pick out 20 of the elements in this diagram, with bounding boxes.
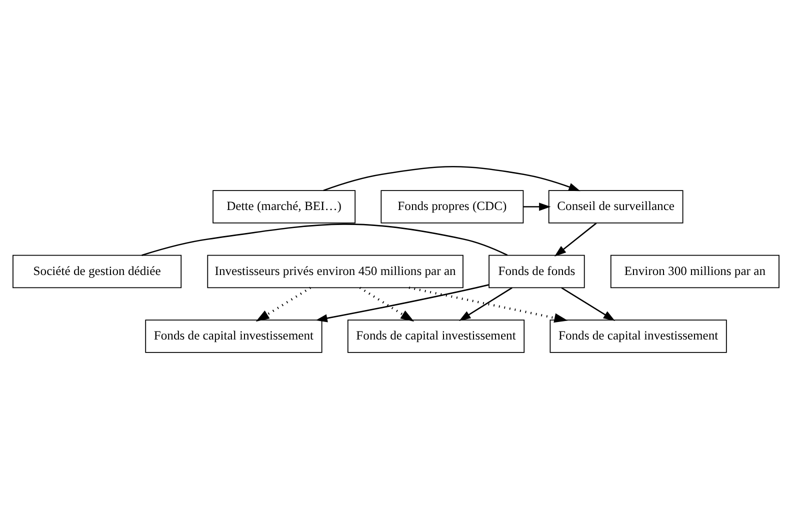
arrow <box>459 286 512 320</box>
node-box: Dette (marché, BEI…) <box>212 190 356 223</box>
arrow <box>323 165 580 191</box>
node-box: Fonds propres (CDC) <box>380 190 524 223</box>
node-box: Environ 300 millions par an <box>610 254 780 288</box>
node-box: Fonds de capital investissement <box>347 319 525 352</box>
node-box: Société de gestion dédiée <box>12 254 182 288</box>
connector <box>142 223 508 256</box>
arrow <box>561 286 616 320</box>
arrow <box>523 202 551 210</box>
arrow <box>554 222 597 256</box>
node-box: Fonds de capital investissement <box>550 319 727 352</box>
arrow <box>359 286 414 322</box>
arrow <box>408 286 568 322</box>
arrow <box>316 284 489 322</box>
arrow <box>256 286 312 322</box>
node-box: Conseil de surveillance <box>548 190 684 223</box>
node-box: Fonds de fonds <box>488 254 585 288</box>
node-box: Investisseurs privés environ 450 millions par an <box>207 254 464 288</box>
node-box: Fonds de capital investissement <box>145 319 322 352</box>
